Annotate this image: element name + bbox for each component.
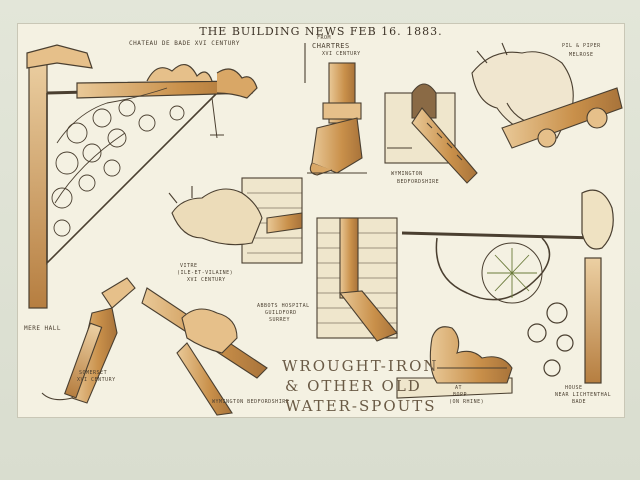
label-surrey: SURREY	[269, 317, 291, 323]
label-near-lichtenthal: NEAR LICHTENTHAL	[555, 392, 612, 398]
mere-hall-spout-drawing	[41, 277, 136, 404]
label-mere-century: XVI CENTURY	[77, 377, 116, 383]
label-abbots-hospital: ABBOTS HOSPITAL	[257, 303, 310, 309]
label-mere-hall: MERE HALL	[24, 325, 62, 332]
bopp-spout-drawing	[396, 326, 513, 399]
label-chartres-century: XVI CENTURY	[322, 51, 361, 57]
print-sheet: THE BUILDING NEWS FEB 16. 1883.	[17, 23, 625, 418]
label-vitre: VITRE	[180, 263, 198, 269]
label-on-rhine: (ON RHINE)	[449, 399, 485, 405]
label-chateau-de-bade: CHATEAU DE BADE XVI CENTURY	[129, 40, 241, 47]
label-house: HOUSE	[565, 385, 583, 391]
label-chartres-from: FROM	[317, 35, 332, 41]
chartres-spout-drawing	[304, 43, 367, 176]
label-vitre-century: XVI CENTURY	[187, 277, 226, 283]
pil-piper-gargoyle-drawing	[471, 42, 623, 149]
label-melrose: MELROSE	[569, 52, 594, 58]
title-line-1: WROUGHT-IRON	[282, 357, 439, 375]
label-bopp: BOPP	[453, 392, 468, 398]
chateau-bracket-drawing	[26, 44, 258, 309]
label-guildford: GUILDFORD	[265, 310, 297, 316]
illustration-drawings	[26, 42, 623, 416]
lichtenthal-bracket-drawing	[401, 189, 614, 384]
label-pil-piper: PIL & PIPER	[562, 43, 601, 49]
label-bedfordshire-upper: BEDFORDSHIRE	[397, 179, 440, 185]
title-line-2: & OTHER OLD	[285, 377, 422, 395]
label-somerset: SOMERSET	[79, 370, 108, 376]
label-ile-et-vilaine: (ILE-ET-VILAINE)	[177, 270, 234, 276]
title-line-3: WATER-SPOUTS	[285, 397, 437, 415]
label-bopp-at: AT	[455, 385, 463, 391]
wymington-upper-spout-drawing	[384, 83, 478, 184]
label-bade: BADE	[572, 399, 587, 405]
label-chartres: CHARTRES	[312, 42, 350, 50]
abbots-spout-drawing	[316, 217, 398, 342]
wymington-lower-spout-drawing	[141, 287, 268, 416]
vitre-gargoyle-drawing	[168, 177, 303, 264]
label-wymington-upper: WYMINGTON	[391, 171, 423, 177]
page-header: THE BUILDING NEWS FEB 16. 1883.	[199, 25, 443, 38]
label-wymington-lower: WYMINGTON BEDFORDSHIRE	[212, 399, 290, 405]
